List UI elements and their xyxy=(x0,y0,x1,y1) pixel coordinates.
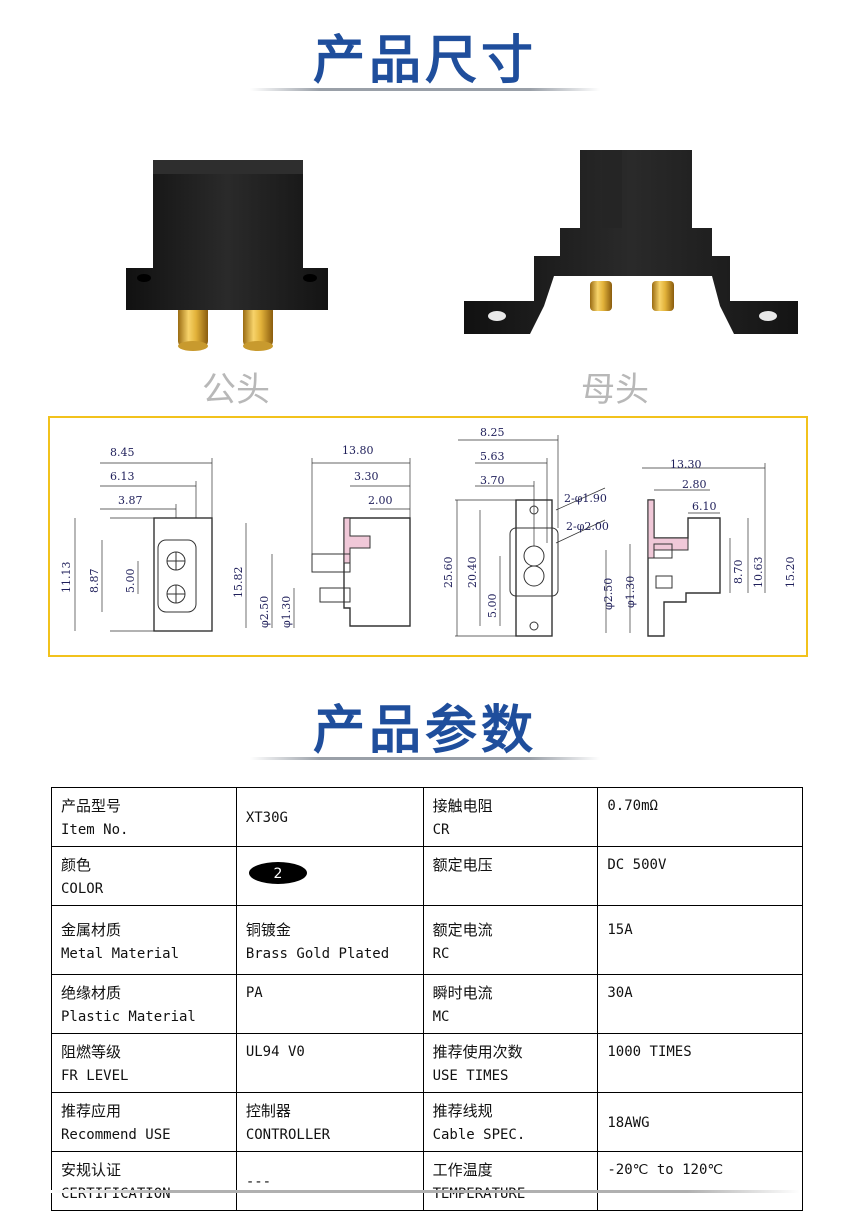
female-connector-photo xyxy=(464,150,798,334)
male-side-d1: φ2.50 xyxy=(258,596,271,628)
dimension-drawing: 8.45 6.13 3.87 11.13 8.87 5.00 13.80 3.3… xyxy=(48,416,808,657)
heading-divider xyxy=(250,88,600,91)
table-cell: PA xyxy=(235,974,424,1034)
male-connector-photo xyxy=(126,160,328,351)
female-front-h3: 5.00 xyxy=(486,594,499,619)
female-side-d2: φ1.30 xyxy=(624,576,637,608)
female-front-h1: 25.60 xyxy=(442,557,455,589)
table-cell: XT30G xyxy=(235,787,424,847)
female-front-h2: 20.40 xyxy=(466,557,479,589)
male-front-w1: 8.45 xyxy=(110,446,135,459)
female-side-w1: 13.30 xyxy=(670,458,702,471)
table-cell: -20℃ to 120℃ xyxy=(597,1151,803,1211)
male-side-w3: 2.00 xyxy=(368,494,393,507)
female-front-w2: 5.63 xyxy=(480,450,505,463)
table-cell: --- xyxy=(235,1151,424,1211)
female-side-h1: 8.70 xyxy=(732,560,745,585)
female-front-hole1: 2-φ1.90 xyxy=(564,492,607,505)
table-cell: 18AWG xyxy=(597,1092,803,1152)
female-front-w1: 8.25 xyxy=(480,426,505,439)
female-side-d1: φ2.50 xyxy=(602,578,615,610)
male-front-w3: 3.87 xyxy=(118,494,143,507)
male-front-w2: 6.13 xyxy=(110,470,135,483)
male-side-h1: 15.82 xyxy=(232,567,245,599)
table-cell: 30A xyxy=(597,974,803,1034)
heading-divider-2 xyxy=(250,757,600,760)
parameters-heading: 产品参数 xyxy=(312,701,537,761)
table-cell: DC 500V xyxy=(597,846,803,906)
male-side-w2: 3.30 xyxy=(354,470,379,483)
male-side-w1: 13.80 xyxy=(342,444,374,457)
bottom-divider xyxy=(50,1190,800,1193)
male-side-d2: φ1.30 xyxy=(280,596,293,628)
table-cell: UL94 V0 xyxy=(235,1033,424,1093)
table-cell: 额定电压 xyxy=(422,846,599,906)
male-caption: 公头 xyxy=(202,370,270,410)
male-front-h3: 5.00 xyxy=(124,569,137,594)
table-cell: 2 xyxy=(235,846,424,906)
table-cell: 0.70mΩ xyxy=(597,787,803,847)
color-badge-label: 2 xyxy=(273,866,282,882)
female-front-w3: 3.70 xyxy=(480,474,505,487)
female-side-h2: 10.63 xyxy=(752,557,765,589)
female-front-hole2: 2-φ2.00 xyxy=(566,520,609,533)
female-side-h3: 15.20 xyxy=(784,557,797,589)
female-side-w2: 2.80 xyxy=(682,478,707,491)
table-cell: 1000 TIMES xyxy=(597,1033,803,1093)
female-side-w3: 6.10 xyxy=(692,500,717,513)
male-front-h2: 8.87 xyxy=(88,569,101,594)
dimensions-heading: 产品尺寸 xyxy=(312,31,537,91)
table-cell: 15A xyxy=(597,905,803,975)
color-badge: 2 xyxy=(248,862,307,884)
female-caption: 母头 xyxy=(581,370,649,410)
male-front-h1: 11.13 xyxy=(60,562,73,594)
